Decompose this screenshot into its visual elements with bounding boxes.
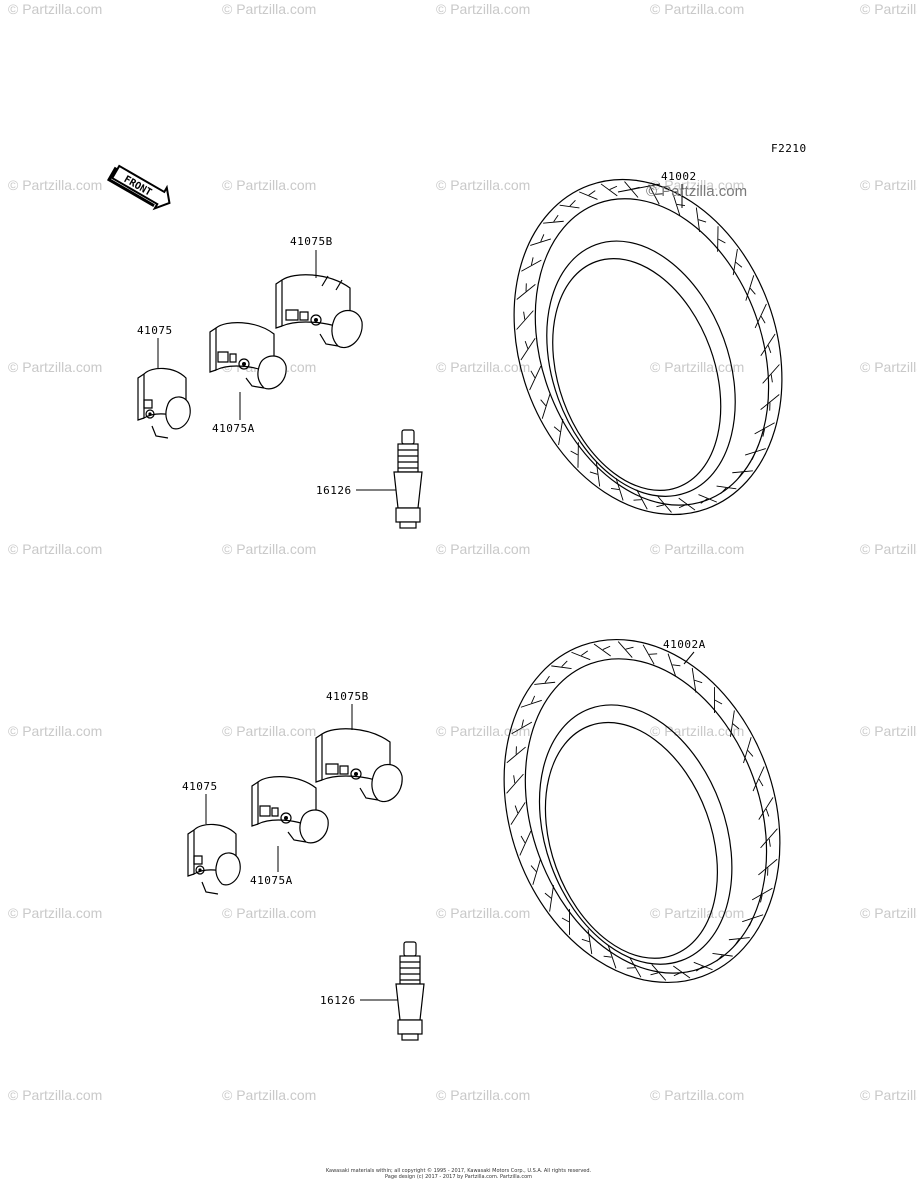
watermark-prominent: © Partzilla.com <box>646 183 747 200</box>
watermark-text: © Partzilla.com <box>8 177 102 193</box>
watermark-text: © Partzilla.com <box>8 541 102 557</box>
tire-41002A <box>503 638 781 984</box>
watermark-text: © Partzilla.com <box>8 723 102 739</box>
watermark-text: © Partzilla.com <box>860 177 917 193</box>
watermark-text: © Partzilla.com <box>650 905 744 921</box>
callout-top-pad-b: 41075B <box>290 235 333 248</box>
callout-bottom-pad: 41075 <box>182 780 218 793</box>
valve-stem-16126 <box>395 941 425 1041</box>
balance-weight-41075A <box>251 776 329 844</box>
watermark-text: © Partzilla.com <box>860 1087 917 1103</box>
balance-weight-41075B <box>275 274 363 349</box>
watermark-layer: © Partzilla.com © Partzilla.com © Partzill… <box>8 1 917 1103</box>
watermark-text: © Partzilla.com <box>8 359 102 375</box>
watermark-text: © Partzilla.com <box>436 177 530 193</box>
watermark-text: © Partzilla.com <box>650 541 744 557</box>
callout-bottom-pad-a: 41075A <box>250 874 293 887</box>
watermark-text: © Partzilla.com <box>650 1087 744 1103</box>
watermark-text: © Partzilla.com <box>860 541 917 557</box>
watermark-text: © Partzilla.com <box>436 359 530 375</box>
watermark-text: © Partzilla.com <box>436 1087 530 1103</box>
watermark-text: © Partzilla.com <box>650 723 744 739</box>
callout-bottom-tire: 41002A <box>663 638 706 651</box>
callout-bottom-valve: 16126 <box>320 994 356 1007</box>
footer-copyright: Kawasaki materials within; all copyright… <box>325 1168 592 1174</box>
watermark-text: © Partzilla.com <box>8 1087 102 1103</box>
balance-weight-41075 <box>137 367 191 439</box>
watermark-text: © Partzilla.com <box>860 1 917 17</box>
callout-top-pad-a: 41075A <box>212 422 255 435</box>
watermark-text: © Partzilla.com <box>860 359 917 375</box>
callout-top-pad: 41075 <box>137 324 173 337</box>
watermark-text: © Partzilla.com <box>222 1 316 17</box>
watermark-text: © Partzilla.com <box>436 905 530 921</box>
callout-top-tire: 41002 <box>661 170 697 183</box>
watermark-text: © Partzilla.com <box>222 1087 316 1103</box>
footer-credit: Page design (c) 2017 - 2017 by Partzilla… <box>384 1174 533 1180</box>
callout-top-valve: 16126 <box>316 484 352 497</box>
watermark-text: © Partzilla.com <box>222 541 316 557</box>
watermark-text: © Partzilla.com <box>650 359 744 375</box>
figure-code: F2210 <box>771 142 807 155</box>
callout-bottom-pad-b: 41075B <box>326 690 369 703</box>
watermark-text: © Partzilla.com <box>650 177 744 193</box>
tire-41002 <box>513 178 783 516</box>
watermark-text: © Partzilla.com <box>650 1 744 17</box>
balance-weight-41075 <box>187 823 241 895</box>
watermark-text: © Partzilla.com <box>860 905 917 921</box>
watermark-text: © Partzilla.com <box>8 1 102 17</box>
watermark-text: © Partzilla.com <box>860 723 917 739</box>
watermark-text: © Partzilla.com <box>222 905 316 921</box>
watermark-text: © Partzilla.com <box>436 541 530 557</box>
watermark-text: © Partzilla.com <box>436 723 530 739</box>
watermark-text: © Partzilla.com <box>222 177 316 193</box>
watermark-text: © Partzilla.com <box>436 1 530 17</box>
footer: Kawasaki materials within; all copyright… <box>0 1168 917 1180</box>
front-arrow: FRONT <box>106 164 171 211</box>
balance-weight-41075A <box>209 322 287 390</box>
valve-stem-16126 <box>393 429 423 529</box>
balance-weight-41075B <box>315 728 403 803</box>
watermark-text: © Partzilla.com <box>8 905 102 921</box>
watermark-text: © Partzilla.com <box>222 723 316 739</box>
